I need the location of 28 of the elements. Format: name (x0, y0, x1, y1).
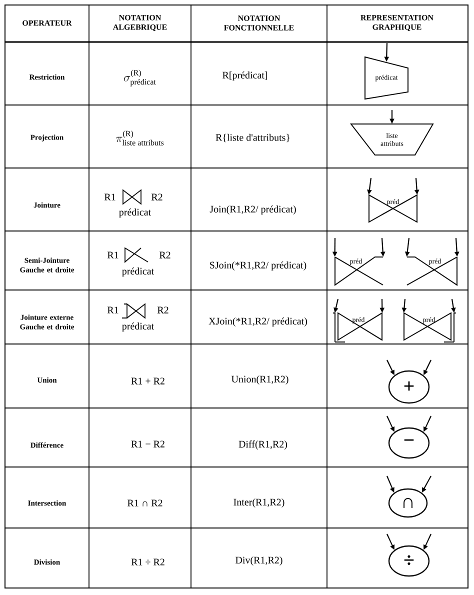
notation-text: R1 (107, 306, 118, 314)
notation-formula: $\sigma_{\text{prédicat}}^{\text{(R)}}$ (124, 70, 156, 86)
notation-text: Div(R1,R2) (236, 556, 282, 566)
notation-text: XJoin(*R1,R2/ prédicat) (208, 317, 307, 327)
notation-text: R[prédicat] (222, 71, 268, 81)
notation-text: prédicat (122, 267, 154, 277)
notation-text: SJoin(*R1,R2/ prédicat) (210, 261, 306, 271)
column-header: OPERATEUR (22, 20, 72, 26)
notation-text: prédicat (122, 322, 154, 332)
notation-text: R1 (107, 252, 118, 258)
notation-text: R1 ∩ R2 (128, 500, 162, 506)
column-header: REPRESENTATION GRAPHIQUE (360, 14, 434, 32)
notation-text: R2 (157, 306, 168, 314)
notation-text: R{liste d'attributs} (216, 134, 290, 142)
notation-text: Union(R1,R2) (231, 375, 288, 385)
notation-text: R1 (104, 194, 116, 200)
notation-text: R2 (159, 252, 170, 258)
notation-text: R2 (151, 194, 162, 200)
notation-text: Inter(R1,R2) (234, 498, 284, 508)
notation-text: R1 − R2 (131, 440, 164, 448)
notation-text: R1 + R2 (131, 378, 164, 384)
notation-text: R1 ÷ R2 (131, 558, 164, 566)
column-header: NOTATION ALGEBRIQUE (112, 14, 167, 32)
notation-text: Diff(R1,R2) (238, 440, 288, 450)
notation-formula: $\pi_{\text{liste attributs}}^{\text{(R)}}$ (116, 130, 164, 146)
notation-text: prédicat (119, 208, 152, 218)
column-header: NOTATION FONCTIONNELLE (224, 16, 294, 30)
notation-text: Join(R1,R2/ prédicat) (210, 205, 296, 215)
